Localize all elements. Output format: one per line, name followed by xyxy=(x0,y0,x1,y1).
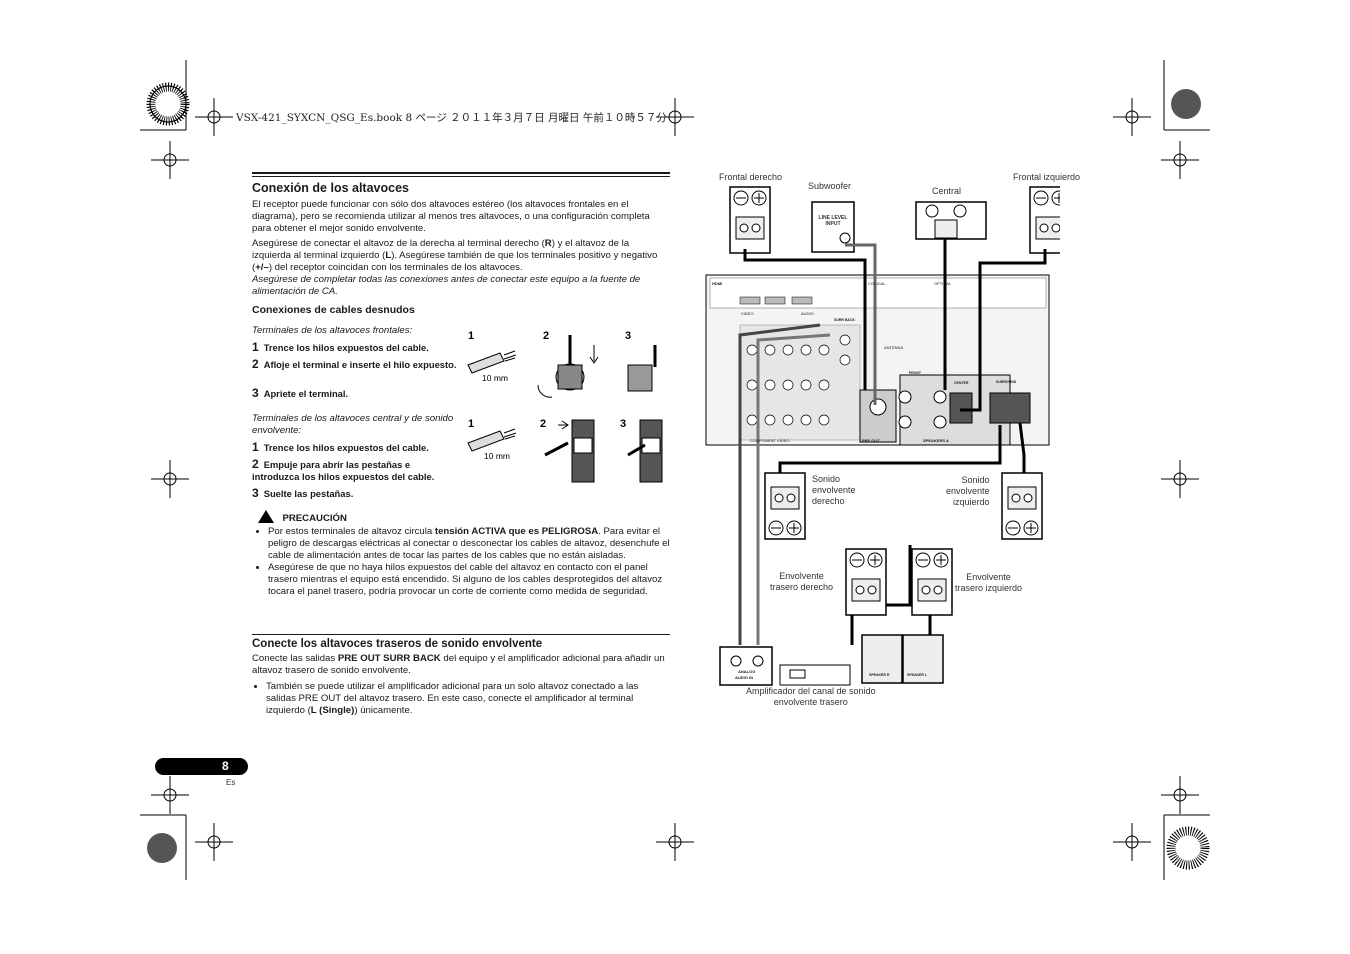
label-trasero-derecho: Envolvente trasero derecho xyxy=(770,571,834,592)
rear-item: También se puede utilizar el amplificado… xyxy=(266,681,670,717)
label-subwoofer: Subwoofer xyxy=(808,181,852,191)
panel-hdmi: HDMI xyxy=(712,281,723,286)
polarity-paragraph: Asegúrese de conectar el altavoz de la d… xyxy=(252,238,658,273)
panel-center: CENTER xyxy=(954,381,969,385)
label-line-level: LINE LEVEL INPUT xyxy=(818,215,848,227)
svg-text:3: 3 xyxy=(625,330,631,342)
caution-list: Por estos terminales de altavoz circula … xyxy=(254,526,670,598)
page-number: 8 xyxy=(222,759,229,773)
section-title: Conexión de los altavoces xyxy=(252,181,409,195)
label-frontal-izquierdo: Frontal izquierdo xyxy=(1013,172,1081,182)
svg-text:3: 3 xyxy=(620,418,626,430)
panel-front: FRONT xyxy=(909,371,922,375)
label-amplificador: Amplificador del canal de sonido envolve… xyxy=(746,686,876,707)
rear-paragraph: Conecte las salidas PRE OUT SURR BACK de… xyxy=(252,653,665,676)
bare-wire-figure: 1 2 3 1 2 3 10 mm 10 mm xyxy=(467,330,663,483)
panel-surr-back: SURR BACK xyxy=(834,318,855,322)
front-terminals-caption: Terminales de los altavoces frontales: xyxy=(252,325,413,336)
mm-label-1: 10 mm xyxy=(482,373,508,383)
speaker-connection-diagram xyxy=(705,186,1060,686)
panel-antenna: ANTENNA xyxy=(884,345,904,350)
print-header: VSX-421_SYXCN_QSG_Es.book 8 ページ ２０１１年３月７… xyxy=(236,112,667,124)
label-frontal-derecho: Frontal derecho xyxy=(719,172,783,182)
svg-text:1: 1 xyxy=(468,418,474,430)
panel-coaxial: COAXIAL xyxy=(868,281,886,286)
label-trasero-izquierdo: Envolvente trasero izquierdo xyxy=(955,572,1023,593)
section-title-2: Conecte los altavoces traseros de sonido… xyxy=(252,638,543,650)
label-sonido-derecho: Sonido envolvente derecho xyxy=(812,474,856,506)
panel-speaker-l: SPEAKER L xyxy=(907,673,928,677)
intro-paragraph: El receptor puede funcionar con sólo dos… xyxy=(252,199,650,234)
panel-surround: SURROUND xyxy=(996,380,1017,384)
top-rule-thin xyxy=(252,176,670,177)
top-rule xyxy=(252,172,670,174)
svg-text:1: 1 xyxy=(468,330,474,342)
page-language: Es xyxy=(226,778,236,787)
caution-item: Por estos terminales de altavoz circula … xyxy=(268,526,670,562)
panel-optical: OPTICAL xyxy=(934,281,952,286)
panel-analog: ANALOG xyxy=(738,669,756,674)
section-divider xyxy=(252,634,670,635)
panel-pre-out: PRE OUT xyxy=(862,438,880,443)
page-number-pill xyxy=(155,758,248,775)
panel-audio-in: AUDIO IN xyxy=(735,675,753,680)
section-rear-surround: Conecte los altavoces traseros de sonido… xyxy=(252,638,670,717)
caution-heading: PRECAUCIÓN xyxy=(258,508,347,526)
panel-speakers-a: SPEAKERS A xyxy=(923,438,949,443)
warning-paragraph: Asegúrese de completar todas las conexio… xyxy=(252,274,641,297)
panel-video: VIDEO xyxy=(741,311,754,316)
section-speakers: Conexión de los altavoces El receptor pu… xyxy=(252,181,670,298)
warning-icon xyxy=(258,510,274,524)
label-central: Central xyxy=(932,186,962,196)
svg-text:2: 2 xyxy=(540,418,546,430)
mm-label-2: 10 mm xyxy=(484,451,510,461)
panel-component-video: COMPONENT VIDEO xyxy=(750,438,790,443)
center-terminals-caption: Terminales de los altavoces central y de… xyxy=(252,413,454,436)
svg-text:2: 2 xyxy=(543,330,549,342)
caution-item: Asegúrese de que no haya hilos expuestos… xyxy=(268,562,670,598)
label-sonido-izquierdo: Sonido envolvente izquierdo xyxy=(946,475,990,507)
panel-audio: AUDIO xyxy=(801,311,814,316)
bare-wire-title: Conexiones de cables desnudos xyxy=(252,304,415,316)
panel-speaker-r: SPEAKER R xyxy=(869,673,890,677)
